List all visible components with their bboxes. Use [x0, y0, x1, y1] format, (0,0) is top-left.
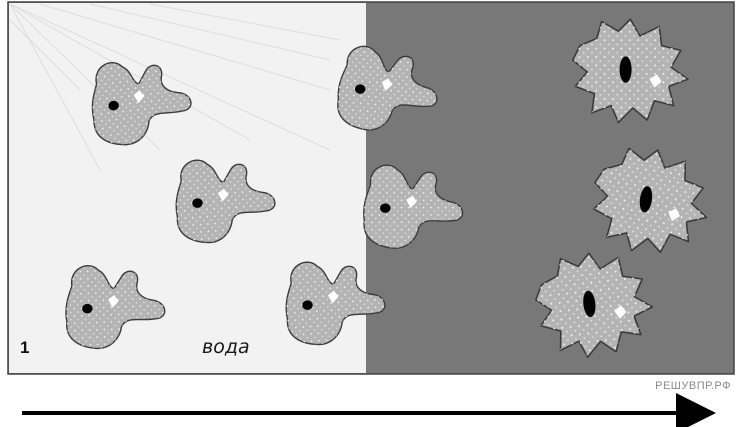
watermark: РЕШУВПР.РФ: [655, 380, 731, 392]
medium-label: вода: [202, 336, 250, 358]
figure-number: 1: [20, 338, 29, 358]
